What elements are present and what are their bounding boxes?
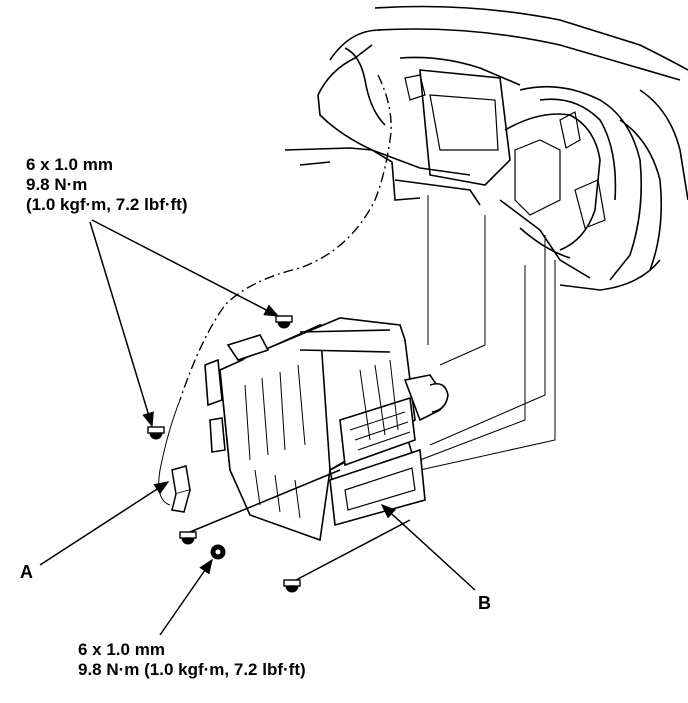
torque-spec-bottom-size: 6 x 1.0 mm bbox=[78, 640, 165, 659]
nut-lower bbox=[210, 544, 226, 560]
callout-a: A bbox=[20, 562, 33, 582]
bolt-top bbox=[275, 315, 293, 329]
torque-spec-top-imperial: (1.0 kgf·m, 7.2 lbf·ft) bbox=[26, 195, 188, 214]
torque-spec-top: 6 x 1.0 mm 9.8 N·m (1.0 kgf·m, 7.2 lbf·f… bbox=[26, 155, 188, 215]
torque-spec-bottom: 6 x 1.0 mm 9.8 N·m (1.0 kgf·m, 7.2 lbf·f… bbox=[78, 640, 306, 680]
guide-lines bbox=[158, 74, 556, 506]
bolt-bottom bbox=[283, 579, 301, 593]
heater-unit-body bbox=[204, 317, 449, 542]
leader-lines bbox=[39, 219, 476, 636]
torque-spec-bottom-nm: 9.8 N·m (1.0 kgf·m, 7.2 lbf·ft) bbox=[78, 660, 306, 679]
connector-a bbox=[171, 465, 191, 513]
bolt-lower-left bbox=[179, 531, 197, 545]
torque-spec-top-size: 6 x 1.0 mm bbox=[26, 155, 113, 174]
torque-spec-top-nm: 9.8 N·m bbox=[26, 175, 88, 194]
callout-b: B bbox=[478, 593, 491, 613]
dashboard-frame bbox=[284, 5, 688, 291]
bolt-left bbox=[147, 426, 165, 440]
